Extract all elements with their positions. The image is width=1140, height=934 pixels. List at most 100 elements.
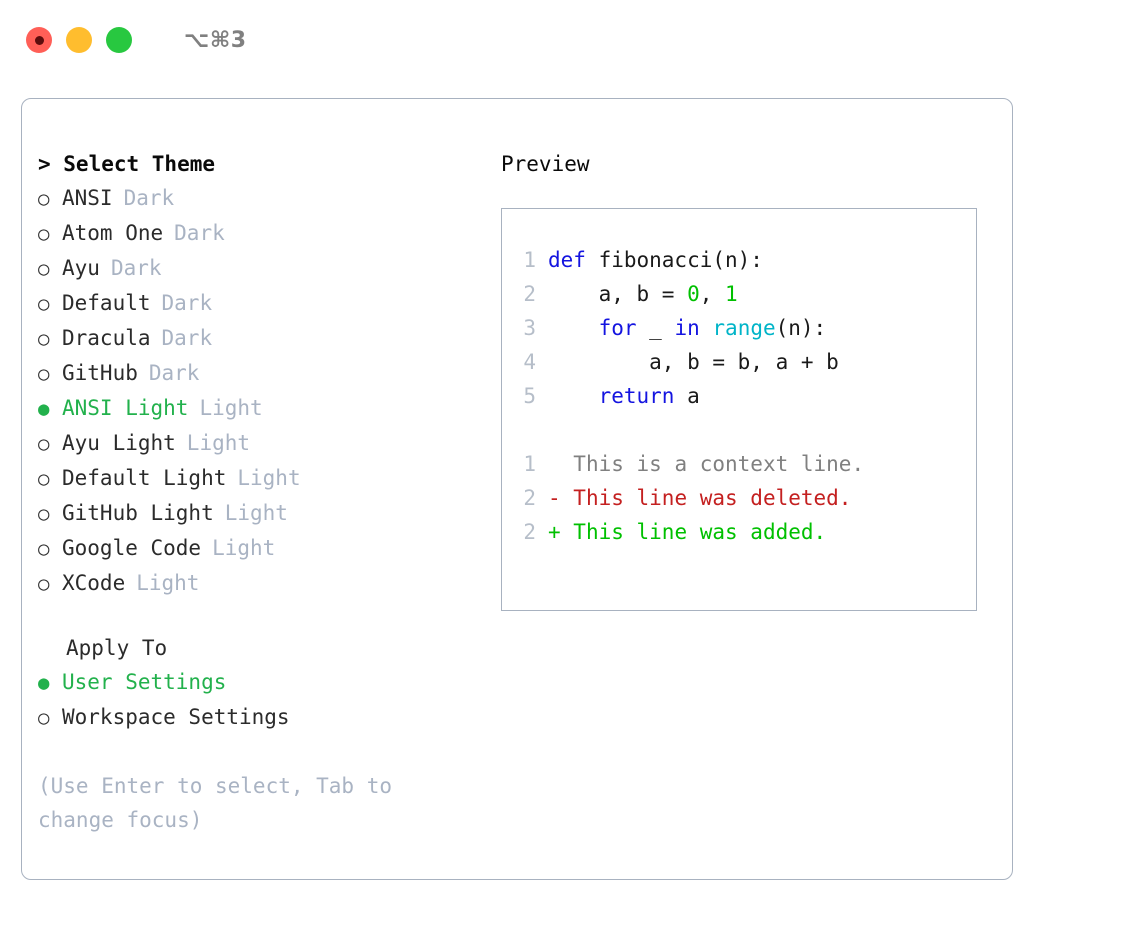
theme-option-label: XCode — [62, 571, 126, 595]
diff-line-number: 1 — [523, 452, 536, 476]
code-line-number: 3 — [523, 316, 536, 340]
diff-line-number: 2 — [523, 520, 536, 544]
keyboard-hint-text: (Use Enter to select, Tab to change focu… — [38, 774, 405, 832]
theme-option[interactable]: ● ANSI Light Light — [38, 391, 490, 426]
code-line-number: 4 — [523, 350, 536, 374]
theme-option-label: Default Light — [62, 466, 227, 490]
select-theme-header: > Select Theme — [38, 152, 216, 176]
theme-option-label: ANSI — [62, 186, 113, 210]
preview-title: Preview — [501, 152, 590, 176]
theme-option-label: ANSI Light — [62, 396, 189, 420]
code-token-plain: _ — [636, 316, 675, 340]
code-line-content: a, b = 0, 1 — [548, 277, 738, 311]
theme-option-label: Default — [62, 291, 151, 315]
theme-variant-badge: Dark — [110, 256, 162, 280]
apply-to-list[interactable]: ● User Settings ○ Workspace Settings — [38, 665, 490, 735]
theme-option[interactable]: ○ GitHub Dark — [38, 356, 490, 391]
diff-marker: - — [548, 486, 574, 510]
code-token-kw: for — [598, 316, 637, 340]
theme-option[interactable]: ○ XCode Light — [38, 566, 490, 601]
radio-unselected-icon: ○ — [38, 258, 50, 280]
radio-selected-icon: ● — [38, 398, 50, 420]
diff-marker — [548, 452, 573, 476]
code-token-plain: fibonacci(n): — [598, 248, 763, 272]
radio-selected-icon: ● — [38, 672, 50, 694]
code-token-num: 1 — [725, 282, 738, 306]
close-button[interactable] — [26, 27, 52, 53]
code-line-content: def fibonacci(n): — [548, 243, 763, 277]
radio-unselected-icon: ○ — [38, 293, 50, 315]
code-line-content: return a — [548, 379, 700, 413]
theme-variant-badge: Dark — [174, 221, 225, 245]
diff-line: 1 This is a context line. — [502, 447, 976, 481]
radio-unselected-icon: ○ — [38, 503, 50, 525]
radio-unselected-icon: ○ — [38, 433, 50, 455]
code-token-plain — [700, 316, 713, 340]
theme-variant-badge: Light — [224, 501, 288, 525]
code-line: 1 def fibonacci(n): — [502, 243, 976, 277]
radio-unselected-icon: ○ — [38, 363, 50, 385]
code-line-content: a, b = b, a + b — [548, 345, 839, 379]
radio-unselected-icon: ○ — [38, 573, 50, 595]
theme-variant-badge: Dark — [123, 186, 175, 210]
maximize-button[interactable] — [106, 27, 132, 53]
diff-line-text: This line was deleted. — [573, 486, 852, 510]
theme-variant-badge: Light — [237, 466, 301, 490]
theme-option-label: Ayu — [62, 256, 100, 280]
code-line: 2 a, b = 0, 1 — [502, 277, 976, 311]
code-token-kw: return — [598, 384, 675, 408]
diff-marker: + — [548, 520, 574, 544]
code-token-plain: (n): — [775, 316, 827, 340]
theme-variant-badge: Light — [186, 431, 251, 455]
apply-to-option[interactable]: ○ Workspace Settings — [38, 700, 490, 735]
code-line: 5 return a — [502, 379, 976, 413]
code-token-plain — [548, 316, 599, 340]
theme-option[interactable]: ○ Default Light Light — [38, 461, 490, 496]
code-token-plain — [548, 384, 599, 408]
code-line-number: 1 — [523, 248, 536, 272]
diff-line: 2- This line was deleted. — [502, 481, 976, 515]
minimize-button[interactable] — [66, 27, 92, 53]
diff-line-text: This is a context line. — [573, 452, 865, 476]
keyboard-shortcut-label: ⌥⌘3 — [184, 27, 247, 53]
code-token-plain: a, b = b, a + b — [548, 350, 839, 374]
theme-option-label: Ayu Light — [62, 431, 176, 455]
theme-variant-badge: Dark — [148, 361, 200, 385]
theme-variant-badge: Light — [136, 571, 200, 595]
apply-to-section: Apply To ●User Settings○Workspace Settin… — [38, 631, 490, 735]
code-diff-spacer — [502, 413, 976, 447]
radio-unselected-icon: ○ — [38, 707, 50, 729]
theme-option[interactable]: ○ Ayu Light Light — [38, 426, 490, 461]
radio-unselected-icon: ○ — [38, 468, 50, 490]
code-line: 3 for _ in range(n): — [502, 311, 976, 345]
code-token-plain: , — [699, 282, 726, 306]
diff-line-content: This is a context line. — [548, 447, 864, 481]
apply-to-option[interactable]: ● User Settings — [38, 665, 490, 700]
apply-to-option-label: User Settings — [62, 670, 227, 694]
radio-unselected-icon: ○ — [38, 328, 50, 350]
diff-line-content: - This line was deleted. — [548, 481, 851, 515]
theme-option-label: Atom One — [62, 221, 164, 245]
theme-variant-badge: Light — [212, 536, 276, 560]
theme-option-label: Dracula — [62, 326, 151, 350]
theme-variant-badge: Light — [199, 396, 263, 420]
code-line-number: 2 — [523, 282, 536, 306]
theme-option-label: Google Code — [62, 536, 202, 560]
code-token-fn: range — [712, 316, 776, 340]
apply-to-option-label: Workspace Settings — [62, 705, 290, 729]
theme-option-label: GitHub — [62, 361, 138, 385]
diff-line-content: + This line was added. — [548, 515, 826, 549]
theme-option[interactable]: ○ Ayu Dark — [38, 251, 490, 286]
